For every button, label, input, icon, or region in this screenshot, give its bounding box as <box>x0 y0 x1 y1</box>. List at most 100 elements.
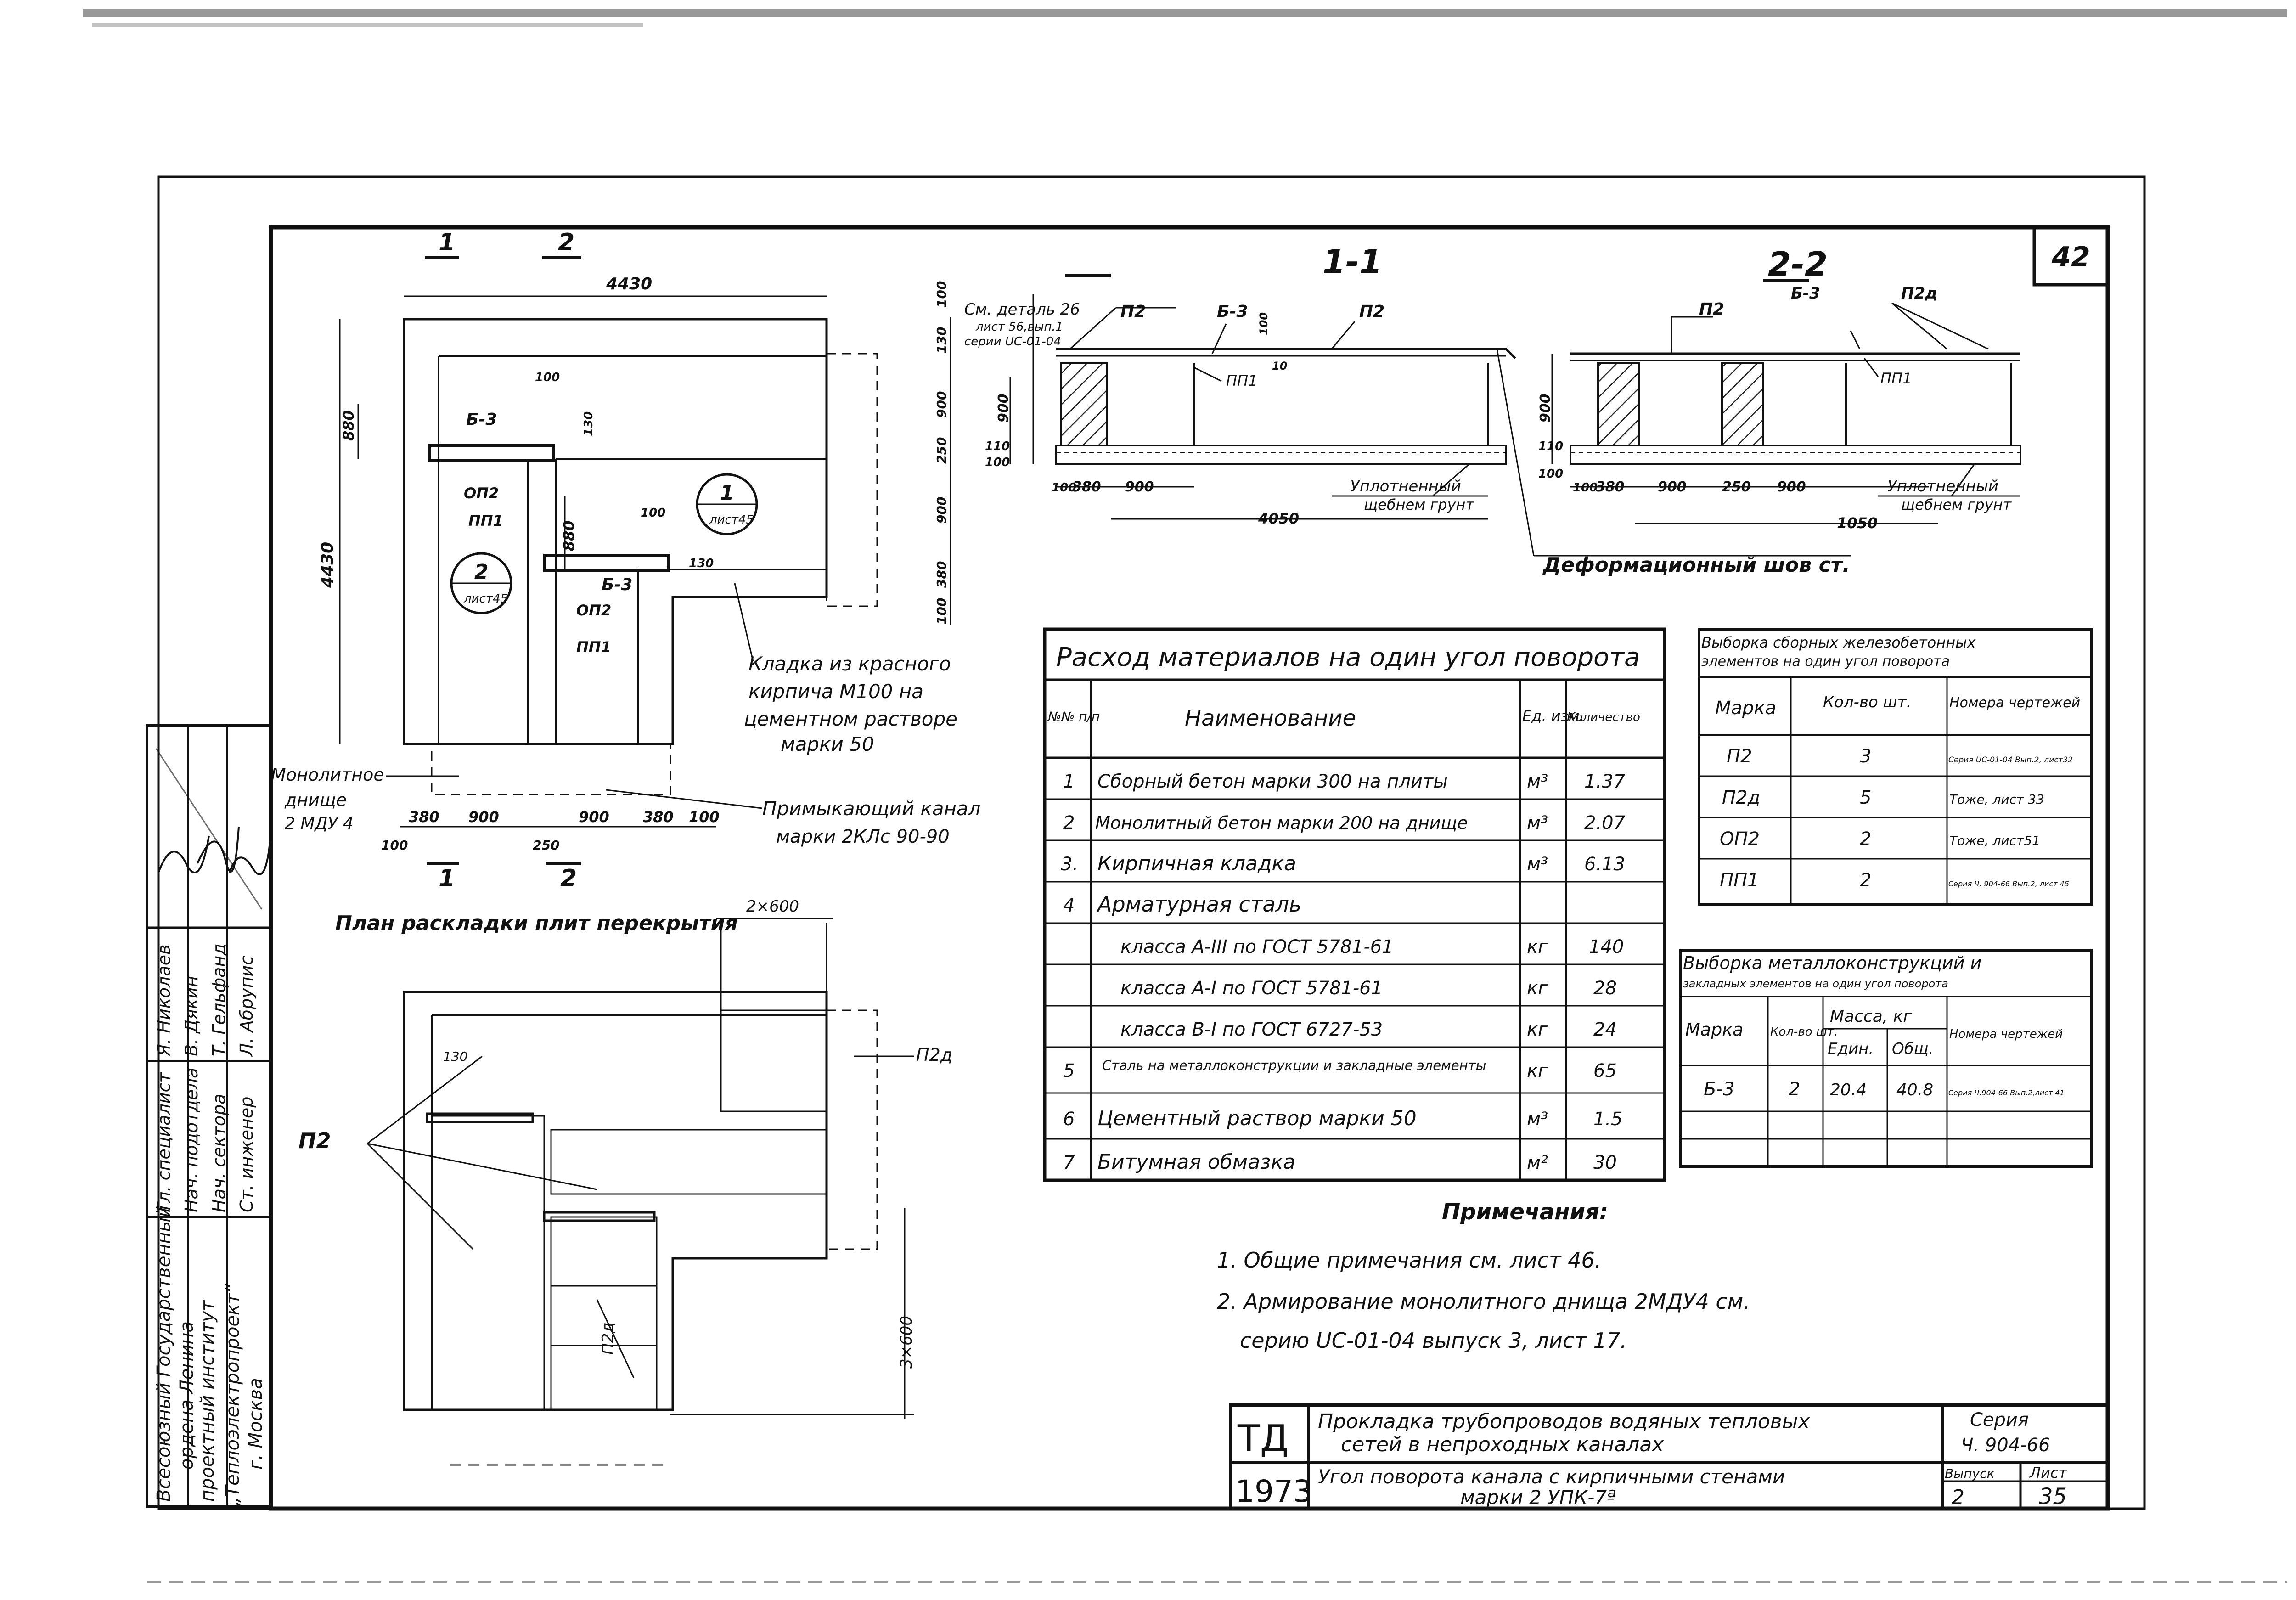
s22-ground-1: Уплотненный <box>1887 477 1998 496</box>
dim-100-a: 100 <box>535 371 560 384</box>
org-line-5: г. Москва <box>245 1378 266 1470</box>
mat-row-1-n: 1 <box>1063 771 1075 792</box>
org-name: Всесоюзный Государственный <box>153 1206 174 1502</box>
note-canal-2: марки 2КЛс 90-90 <box>776 826 950 847</box>
stamp-title2-line2: марки 2 УПК-7ª <box>1460 1486 1616 1509</box>
s22-label-pp1: ПП1 <box>1880 370 1912 387</box>
org-line-4: „Теплоэлектропроект“ <box>222 1284 243 1506</box>
precast-header-mark: Марка <box>1715 698 1776 719</box>
label-pp1-b: ПП1 <box>576 638 611 656</box>
note-kladka-4: марки 50 <box>781 733 874 755</box>
mat-row-6-name: класса А-I по ГОСТ 5781-61 <box>1120 978 1383 999</box>
s11-dim-v-100: 100 <box>985 456 1010 469</box>
dim-130-b: 130 <box>582 411 596 436</box>
precast-title-2: элементов на один угол поворота <box>1701 654 1950 670</box>
notes: Примечания: 1. Общие примечания см. лист… <box>1217 1199 1750 1353</box>
s22-dim-v-110: 110 <box>1538 439 1563 453</box>
mat-row-10-n: 7 <box>1063 1152 1075 1173</box>
s11-label-p2a: П2 <box>1120 302 1146 321</box>
dim-r-100: 100 <box>934 281 949 308</box>
precast-row-4-mark: ПП1 <box>1720 870 1759 891</box>
dim-b-100b: 100 <box>689 808 720 826</box>
mat-row-1-unit: м³ <box>1527 771 1548 792</box>
mat-row-10-name: Битумная обмазка <box>1097 1150 1295 1174</box>
mat-row-5-unit: кг <box>1527 936 1548 958</box>
mat-row-7-unit: кг <box>1527 1019 1548 1040</box>
dim-r-900a: 900 <box>934 391 949 418</box>
note-canal-1: Примыкающий канал <box>762 797 981 820</box>
precast-row-3-mark: ОП2 <box>1720 828 1760 850</box>
stamp-issue-label: Выпуск <box>1945 1466 1995 1481</box>
materials-header-n: №№ п/п <box>1047 709 1100 724</box>
s11-dim-h-900: 900 <box>1125 479 1154 495</box>
mat-row-2-qty: 2.07 <box>1584 812 1626 834</box>
mat-row-3-qty: 6.13 <box>1584 854 1625 875</box>
s11-dim-h-100: 100 <box>1052 481 1076 495</box>
name-1: Я. Николаев <box>154 945 174 1057</box>
notes-item-1: 1. Общие примечания см. лист 46. <box>1217 1248 1601 1273</box>
dim-b-900a: 900 <box>468 808 499 826</box>
precast-row-4-qty: 2 <box>1860 870 1871 891</box>
precast-header-ref: Номера чертежей <box>1949 695 2080 711</box>
mat-row-2-name: Монолитный бетон марки 200 на днище <box>1095 813 1468 833</box>
callout-2-num: 2 <box>474 560 489 584</box>
mat-row-10-unit: м² <box>1527 1152 1548 1173</box>
metal-header-unit-mass: Един. <box>1828 1040 1874 1058</box>
metal-header-ref: Номера чертежей <box>1949 1027 2063 1041</box>
dim-r-130: 130 <box>934 327 949 354</box>
note-monolit-2: днище <box>284 790 347 810</box>
mat-row-1-qty: 1.37 <box>1584 771 1626 792</box>
sheet-number: 42 <box>2051 241 2090 273</box>
dim-r-250: 250 <box>934 437 949 464</box>
plan2-label-p2d-side: П2д <box>599 1322 617 1355</box>
dim-130-a: 130 <box>689 557 714 570</box>
deformation-joint-label: Деформационный шов ст. <box>1542 553 1850 577</box>
label-pp1-a: ПП1 <box>468 512 503 530</box>
mat-row-3-name: Кирпичная кладка <box>1097 852 1296 875</box>
s11-note-1: См. деталь 26 <box>964 300 1080 319</box>
metal-title-2: закладных элементов на один угол поворот… <box>1683 977 1948 990</box>
notes-title: Примечания: <box>1442 1199 1608 1225</box>
mat-row-3-n: 3. <box>1061 854 1078 875</box>
dim-880-b: 880 <box>560 520 578 551</box>
section-mark-1-top: 1 <box>439 229 455 256</box>
plan2-label-p2d: П2д <box>916 1045 952 1065</box>
org-line-3: проектный институт <box>197 1300 218 1502</box>
mat-row-5-name: класса А-III по ГОСТ 5781-61 <box>1120 936 1394 958</box>
stamp-series-label: Серия <box>1970 1409 2029 1431</box>
mat-row-3-unit: м³ <box>1527 854 1548 875</box>
section-1-1-title: 1-1 <box>1322 242 1382 281</box>
scan-noise-top-2 <box>92 23 643 27</box>
precast-title-1: Выборка сборных железобетонных <box>1701 634 1976 651</box>
notes-item-2: 2. Армирование монолитного днища 2МДУ4 с… <box>1217 1289 1750 1314</box>
mat-row-8-unit: кг <box>1527 1060 1548 1082</box>
notes-item-3: серию UC-01-04 выпуск 3, лист 17. <box>1240 1328 1627 1353</box>
dim-b-380b: 380 <box>643 808 674 826</box>
mat-row-2-unit: м³ <box>1527 812 1548 834</box>
s11-dim-h-4050: 4050 <box>1258 510 1299 527</box>
s11-dim-v-110: 110 <box>985 439 1010 453</box>
side-title-block: Всесоюзный Государственный ордена Ленина… <box>146 724 272 1508</box>
precast-row-3-ref: Тоже, лист51 <box>1949 833 2040 848</box>
precast-table <box>1698 628 2093 906</box>
note-kladka-1: Кладка из красного <box>748 653 951 675</box>
dim-b-250: 250 <box>533 838 559 853</box>
s22-dim-h-380: 380 <box>1596 479 1625 495</box>
role-4: Ст. инженер <box>236 1097 257 1212</box>
s22-ground-2: щебнем грунт <box>1901 496 2012 513</box>
section-2-2-title: 2-2 <box>1768 245 1828 283</box>
dim-b-900b: 900 <box>579 808 609 826</box>
s11-dim-h-380: 380 <box>1072 479 1101 495</box>
s11-label-p2b: П2 <box>1359 302 1384 321</box>
section-mark-2-top: 2 <box>558 229 574 256</box>
note-kladka-3: цементном растворе <box>744 708 957 730</box>
s11-label-pp1: ПП1 <box>1226 372 1257 389</box>
metal-row-1-mark: Б-3 <box>1704 1079 1734 1100</box>
plan2-texts: 2×600 3×600 130 П2 П2д П2д <box>298 897 952 1369</box>
materials-header-qty: Количество <box>1567 710 1640 724</box>
mat-row-8-n: 5 <box>1063 1060 1075 1082</box>
materials-table <box>1043 627 1666 1182</box>
plan2-dim-130: 130 <box>443 1049 467 1064</box>
mat-row-9-n: 6 <box>1063 1109 1075 1130</box>
